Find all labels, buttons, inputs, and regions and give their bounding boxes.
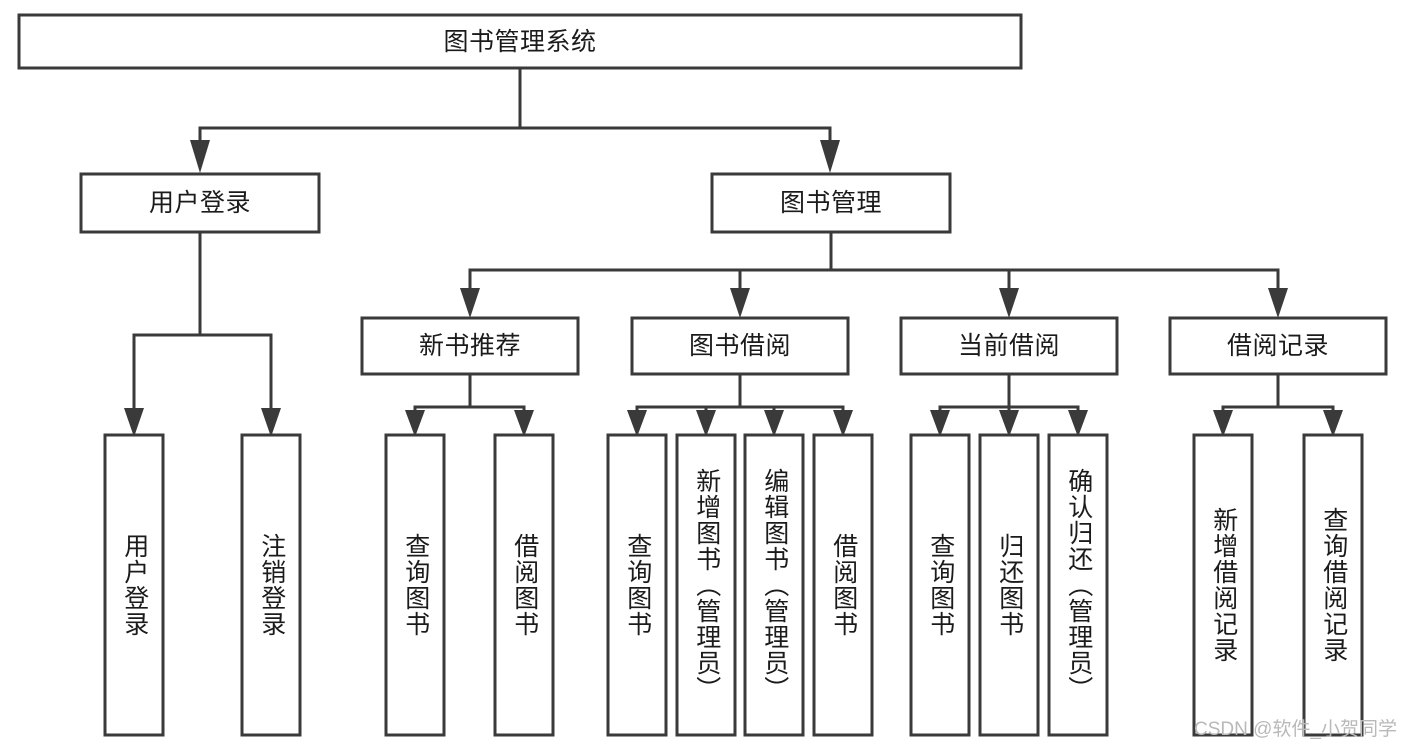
leaf-box-user-login[interactable] xyxy=(103,433,165,737)
leaf-box-newrec-borrow[interactable] xyxy=(493,433,555,737)
arrow-head-to-borrow-record xyxy=(1268,288,1288,318)
node-new-book-rec-box[interactable] xyxy=(360,316,580,376)
arrow-head-record-query xyxy=(1323,410,1343,437)
arrow-head-to-current-borrow xyxy=(999,288,1019,318)
arrow-head-newrec-query xyxy=(405,410,425,437)
arrow-head-borrow-add xyxy=(696,410,716,437)
node-book-borrow-box[interactable] xyxy=(630,316,850,376)
arrow-head-current-query xyxy=(930,410,950,437)
arrow-head-to-book-manage xyxy=(820,140,840,173)
leaf-box-borrow-add[interactable] xyxy=(675,433,737,737)
arrow-head-current-confirm xyxy=(1068,410,1088,437)
arrow-head-borrow-edit xyxy=(764,410,784,437)
arrow-head-to-new-book-rec xyxy=(460,288,480,318)
leaf-box-current-confirm[interactable] xyxy=(1047,433,1109,737)
leaf-box-record-add[interactable] xyxy=(1192,433,1254,737)
leaf-box-current-query[interactable] xyxy=(909,433,971,737)
leaf-box-borrow-lend[interactable] xyxy=(812,433,874,737)
arrow-head-to-book-borrow xyxy=(730,288,750,318)
leaf-box-borrow-edit[interactable] xyxy=(743,433,805,737)
node-book-manage-box[interactable] xyxy=(710,172,952,234)
leaf-box-borrow-query[interactable] xyxy=(606,433,668,737)
arrow-head-current-return xyxy=(999,410,1019,437)
arrow-head-logout-leaf xyxy=(261,408,281,437)
node-borrow-record-box[interactable] xyxy=(1168,316,1388,376)
node-user-login-box[interactable] xyxy=(79,172,321,234)
leaf-box-logout[interactable] xyxy=(240,433,302,737)
arrow-head-borrow-query xyxy=(627,410,647,437)
leaf-box-current-return[interactable] xyxy=(978,433,1040,737)
arrow-head-to-user-login xyxy=(190,140,210,173)
leaf-box-record-query[interactable] xyxy=(1302,433,1364,737)
arrow-head-borrow-lend xyxy=(833,410,853,437)
arrow-head-newrec-borrow xyxy=(514,410,534,437)
node-root-box[interactable] xyxy=(17,13,1023,70)
arrow-head-user-login-leaf xyxy=(124,408,144,437)
leaf-box-newrec-query[interactable] xyxy=(384,433,446,737)
node-current-borrow-box[interactable] xyxy=(899,316,1119,376)
arrow-head-record-add xyxy=(1213,410,1233,437)
